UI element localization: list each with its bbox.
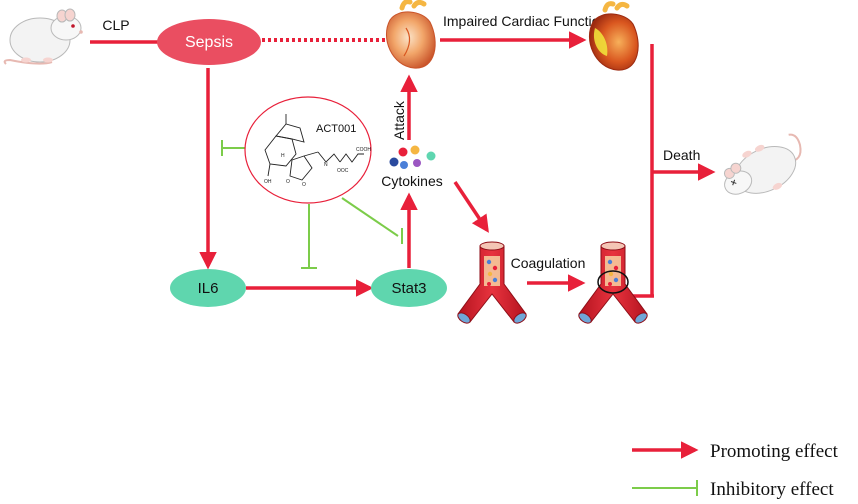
stat3-label: Stat3	[391, 280, 426, 297]
impaired-heart-icon	[588, 1, 639, 71]
n-label: N	[324, 162, 328, 168]
il6-label: IL6	[198, 280, 219, 297]
act001-label: ACT001	[316, 123, 356, 135]
attack-label: Attack	[391, 100, 407, 140]
clotted-vessel-icon	[576, 241, 650, 326]
legend-inhibitory-label: Inhibitory effect	[710, 479, 834, 500]
o-label-2: O	[302, 182, 306, 188]
heart-icon	[385, 0, 436, 69]
molecule-icon	[264, 114, 364, 181]
death-label: Death	[663, 147, 700, 163]
legend-promoting-label: Promoting effect	[710, 441, 839, 462]
rat-icon	[3, 8, 83, 65]
inhibit-drug-sepsis-il6	[221, 140, 245, 156]
clp-label: CLP	[102, 17, 129, 33]
inhibit-drug-il6-stat3	[301, 204, 317, 269]
cytokines-label: Cytokines	[381, 173, 442, 189]
oh-label: OH	[264, 179, 272, 185]
coagulation-label: Coagulation	[511, 255, 586, 271]
arrow-cytokines-to-vessel	[453, 181, 489, 233]
inhibit-drug-stat3-cytokines	[341, 197, 403, 244]
dead-rat-icon	[723, 133, 802, 195]
legend-inhibitory: Inhibitory effect	[632, 479, 834, 500]
stat3-node: Stat3	[371, 269, 447, 307]
ooc-label: OOC	[337, 168, 349, 174]
act001-drug-node: ACT001 COOH OOC OH N O O H	[244, 96, 372, 204]
o-label-1: O	[286, 179, 290, 185]
legend-promoting: Promoting effect	[632, 441, 839, 462]
cooh-label: COOH	[356, 147, 371, 153]
il6-node: IL6	[170, 269, 246, 307]
edges	[90, 31, 716, 298]
legend: Promoting effect Inhibitory effect	[632, 441, 839, 500]
cytokine-dots-icon	[389, 145, 436, 169]
h-label: H	[281, 153, 285, 159]
sepsis-node: Sepsis	[157, 19, 261, 65]
impaired-cardiac-label: Impaired Cardiac Function	[443, 13, 607, 29]
sepsis-label: Sepsis	[185, 34, 233, 51]
